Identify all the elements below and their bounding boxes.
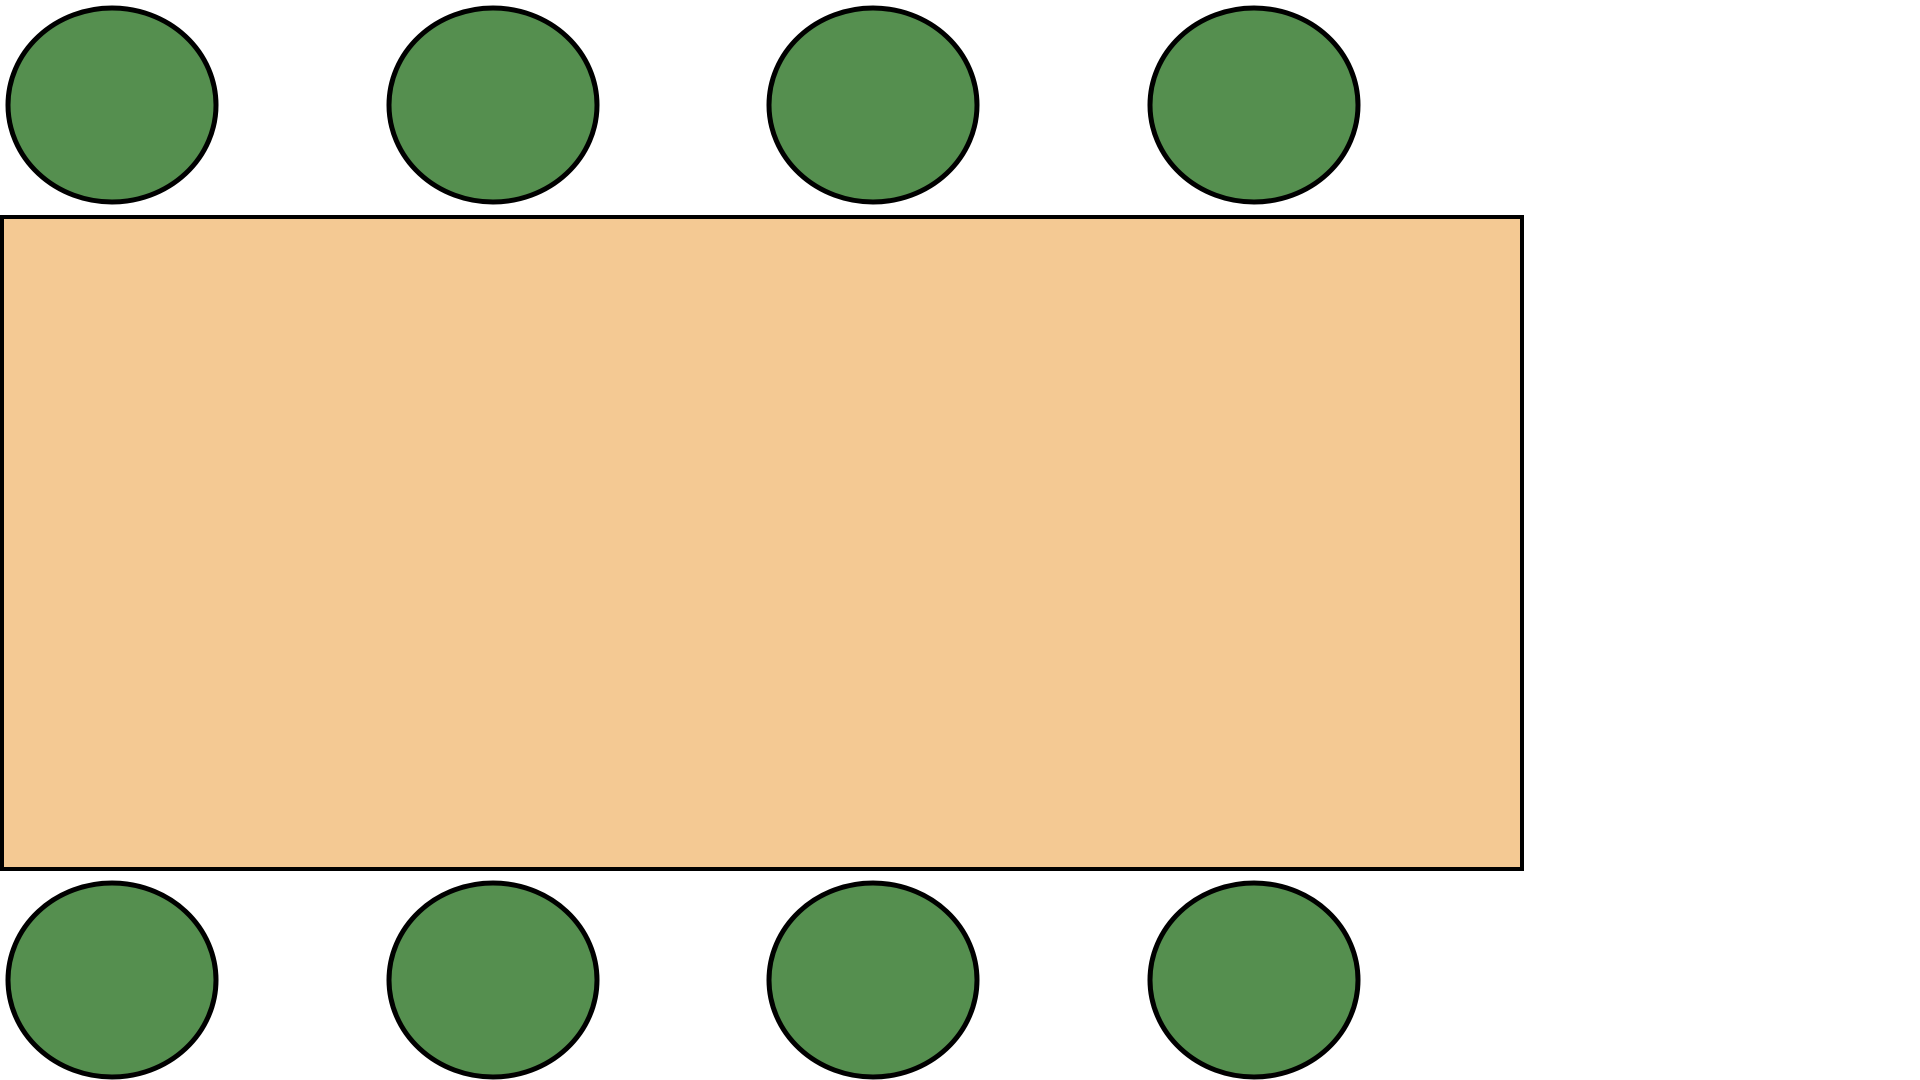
seat-top-3 [766,5,980,205]
bottom-seat-row [5,880,1361,1080]
seat-bottom-1 [5,880,219,1080]
table [0,215,1524,871]
seat-bottom-3 [766,880,980,1080]
seat-top-2 [386,5,600,205]
seat-bottom-4 [1147,880,1361,1080]
top-seat-row [5,5,1361,205]
seat-top-1 [5,5,219,205]
seat-bottom-2 [386,880,600,1080]
seat-top-4 [1147,5,1361,205]
